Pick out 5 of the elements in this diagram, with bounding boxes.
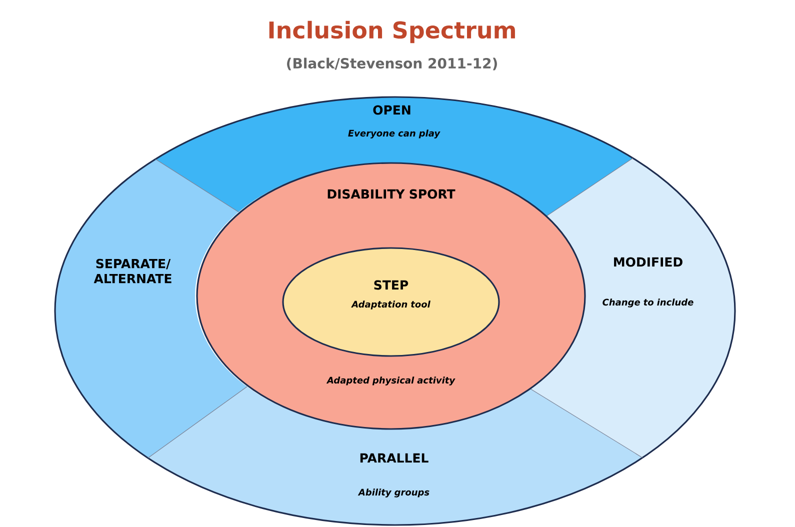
subtitle: (Black/Stevenson 2011-12) (287, 58, 497, 70)
ring-segment: MODIFIED Change to include (529, 158, 735, 458)
ring-segment: SEPARATE/ ALTERNATE (55, 159, 248, 458)
ring-segment: PARALLEL Ability groups (148, 386, 643, 525)
title: Inclusion Spectrum (269, 20, 515, 44)
